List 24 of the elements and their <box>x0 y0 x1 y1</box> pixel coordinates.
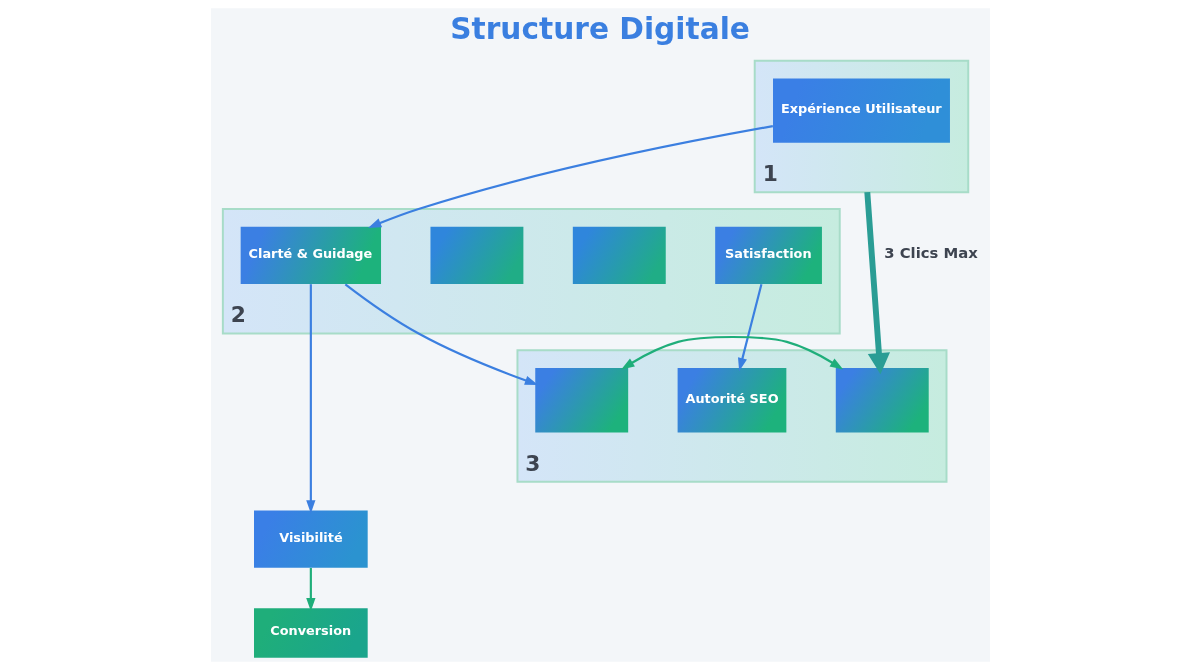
node-box: Conversion <box>253 608 368 658</box>
arrow <box>305 284 315 514</box>
arrow <box>620 335 843 370</box>
arrow <box>305 567 315 612</box>
node-box <box>429 226 523 285</box>
node-box <box>835 368 929 433</box>
node-label: 1 <box>762 160 778 186</box>
node-box: Clarté & Guidage <box>240 226 381 285</box>
node-label: 2 <box>230 302 246 328</box>
cluster <box>753 59 969 194</box>
node-box <box>572 226 666 285</box>
node-box <box>534 368 628 433</box>
node-box: Visibilité <box>253 510 368 568</box>
arrow <box>737 284 762 372</box>
arrow <box>367 125 773 228</box>
node-label: 3 <box>524 450 540 476</box>
edge-label: 3 Clics Max <box>883 244 978 262</box>
node-box: Autorité SEO <box>677 368 786 433</box>
arrow <box>863 191 890 375</box>
node-box: Expérience Utilisateur <box>772 78 950 143</box>
arrow <box>344 283 538 385</box>
node-box: Satisfaction <box>714 226 822 285</box>
cluster <box>221 207 841 335</box>
diagram-title: Structure Digitale <box>449 10 750 46</box>
